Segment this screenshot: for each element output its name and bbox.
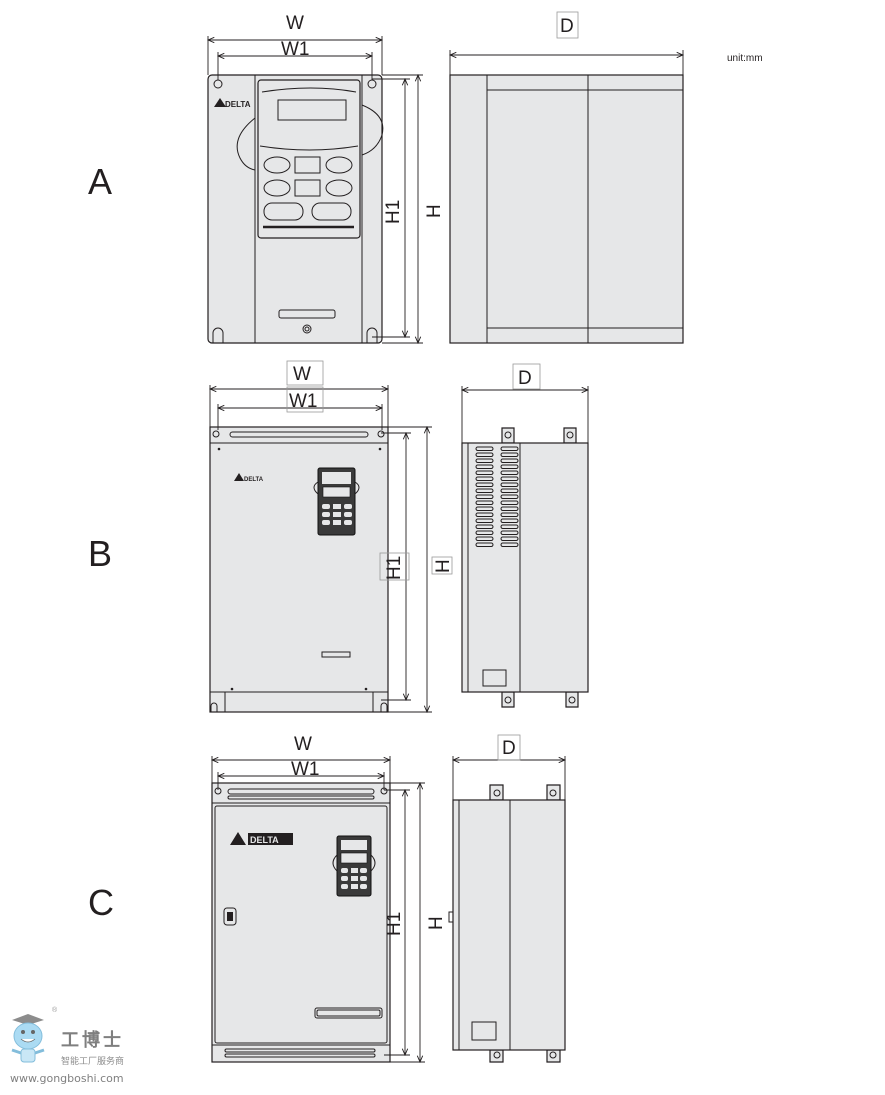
vent-slot — [500, 542, 519, 547]
svg-text:DELTA: DELTA — [250, 835, 279, 845]
vent-slot — [475, 476, 494, 481]
vent-slot — [500, 536, 519, 541]
vent-slot — [500, 488, 519, 493]
vent-slot — [500, 512, 519, 517]
vent-slot — [475, 500, 494, 505]
keypad — [332, 835, 376, 897]
vent-slot — [475, 446, 494, 451]
brand-logo: DELTA — [214, 98, 251, 109]
frame-c-side-view: D — [448, 734, 565, 1063]
dim-d: D — [560, 16, 574, 37]
vent-slots — [475, 446, 519, 547]
vent-slot — [475, 542, 494, 547]
vent-slot — [475, 452, 494, 457]
vent-slot — [500, 494, 519, 499]
vent-slot — [475, 530, 494, 535]
dim-w: W — [293, 364, 311, 385]
dim-w: W — [286, 13, 304, 34]
vent-slot — [475, 464, 494, 469]
vent-slot — [500, 446, 519, 451]
unit-label: unit:mm — [727, 53, 763, 64]
dim-h: H — [424, 204, 445, 218]
mascot-icon — [11, 1014, 45, 1063]
dim-h1: H1 — [383, 200, 404, 224]
dim-h: H — [433, 559, 454, 573]
gongboshi-watermark: ® 工博士 智能工厂服务商 www.gongboshi.com — [10, 1006, 124, 1085]
frame-b-front-dimensions: W W1 H1 H — [210, 360, 454, 712]
frame-c-front-dimensions: W W1 H1 H — [212, 734, 447, 1062]
vent-slot — [500, 476, 519, 481]
vent-slot — [500, 452, 519, 457]
vent-slot — [500, 518, 519, 523]
watermark-name: 工博士 — [61, 1029, 124, 1051]
vent-slot — [475, 506, 494, 511]
vent-slot — [475, 458, 494, 463]
dim-w1: W1 — [281, 39, 310, 60]
dim-w1: W1 — [291, 759, 320, 780]
frame-label-b: B — [88, 533, 112, 574]
watermark-url: www.gongboshi.com — [10, 1072, 124, 1085]
vent-slot — [475, 470, 494, 475]
frame-label-c: C — [88, 882, 114, 923]
watermark-tagline: 智能工厂服务商 — [61, 1055, 124, 1067]
vent-slot — [475, 494, 494, 499]
vent-slot — [500, 470, 519, 475]
dim-h1: H1 — [384, 912, 405, 936]
dim-d: D — [518, 368, 532, 389]
vent-slot — [500, 530, 519, 535]
frame-b-side-view: D — [462, 363, 588, 708]
vent-slot — [500, 500, 519, 505]
brand-logo: DELTA — [234, 473, 264, 483]
frame-a-side-view: D — [450, 11, 683, 344]
dim-d: D — [502, 738, 516, 759]
keypad — [257, 79, 361, 239]
vent-slot — [500, 524, 519, 529]
frame-b-front-view: DELTA — [209, 426, 389, 713]
registered-mark: ® — [52, 1006, 58, 1014]
door-latch — [223, 907, 237, 926]
dim-w1: W1 — [289, 391, 318, 412]
frame-label-a: A — [88, 161, 112, 202]
frame-a-front-view: DELTA — [207, 74, 384, 344]
vent-slot — [475, 524, 494, 529]
frame-c-front-view: DELTA — [211, 782, 391, 1063]
svg-text:DELTA: DELTA — [244, 477, 264, 483]
vent-slot — [500, 458, 519, 463]
frame-a-front-dimensions: W W1 H1 H — [208, 13, 445, 343]
dim-h1: H1 — [384, 556, 405, 580]
vent-slot — [475, 488, 494, 493]
vent-slot — [475, 536, 494, 541]
vent-slot — [500, 464, 519, 469]
vent-slot — [475, 518, 494, 523]
svg-text:DELTA: DELTA — [225, 100, 251, 109]
vent-slot — [475, 512, 494, 517]
vent-slot — [500, 506, 519, 511]
dim-w: W — [294, 734, 312, 755]
vent-slot — [475, 482, 494, 487]
vent-slot — [500, 482, 519, 487]
keypad — [313, 467, 360, 536]
dim-h: H — [426, 916, 447, 930]
brand-logo: DELTA — [230, 832, 293, 845]
